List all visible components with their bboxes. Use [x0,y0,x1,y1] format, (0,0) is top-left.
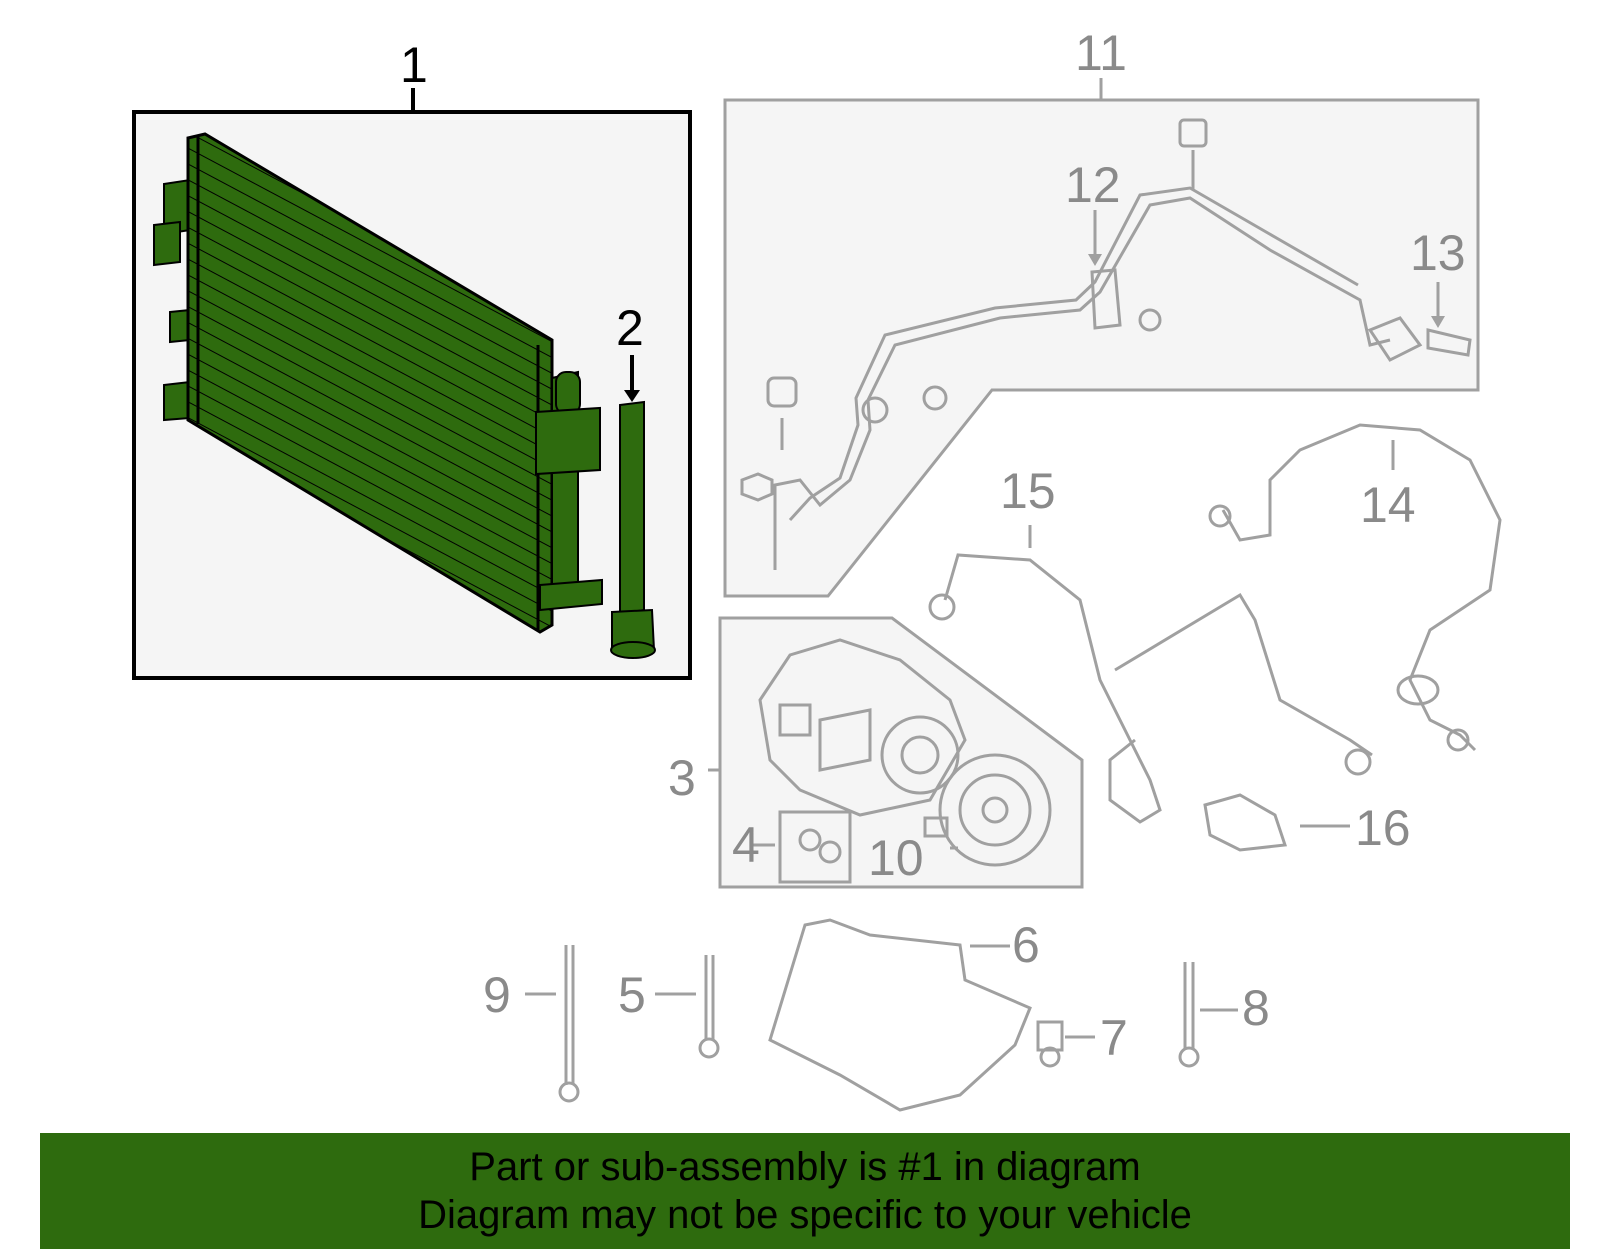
condenser-core [153,132,603,634]
compressor [758,638,1052,884]
loose-parts [525,423,1502,1112]
callout-1: 1 [400,37,428,93]
callout-3: 3 [668,750,696,806]
desiccant-bag[interactable] [610,355,656,659]
callout-11: 11 [1075,25,1127,81]
callout-8: 8 [1242,980,1270,1036]
callout-7: 7 [1100,1010,1128,1066]
callout-5: 5 [618,967,646,1023]
info-banner: Part or sub-assembly is #1 in diagram Di… [40,1133,1570,1249]
callout-12: 12 [1065,157,1121,213]
callout-4: 4 [732,817,760,873]
callout-13: 13 [1410,225,1466,281]
callout-16: 16 [1355,800,1411,856]
callout-6: 6 [1012,917,1040,973]
banner-line-2: Diagram may not be specific to your vehi… [418,1193,1192,1237]
callout-15: 15 [1000,463,1056,519]
callout-9: 9 [483,967,511,1023]
callout-10: 10 [868,830,924,886]
ac-line-assembly-box[interactable] [723,78,1480,598]
callout-14: 14 [1360,477,1416,533]
banner-line-1: Part or sub-assembly is #1 in diagram [469,1145,1141,1189]
callout-2: 2 [616,300,644,356]
ac-lines [740,118,1472,570]
